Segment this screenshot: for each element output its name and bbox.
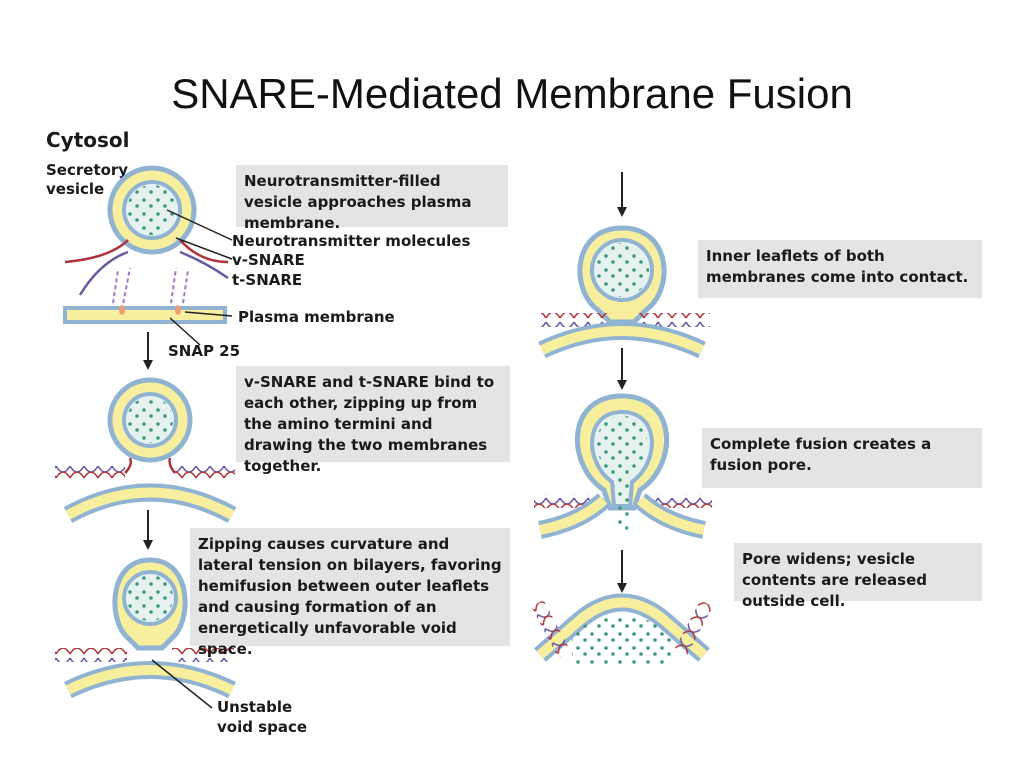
secretory-vesicle-label-2: vesicle bbox=[46, 180, 104, 198]
arrow-down-icon bbox=[617, 348, 627, 390]
snap25-label: SNAP 25 bbox=[168, 342, 240, 360]
step5-description: Complete fusion creates a fusion pore. bbox=[702, 428, 982, 488]
step3-description: Zipping causes curvature and lateral ten… bbox=[190, 528, 510, 658]
step1-figure bbox=[63, 165, 233, 346]
slide-title: SNARE-Mediated Membrane Fusion bbox=[171, 70, 853, 117]
plasma-membrane-label: Plasma membrane bbox=[238, 308, 395, 326]
step5-figure bbox=[534, 393, 712, 539]
t-snare-label: t-SNARE bbox=[232, 271, 302, 289]
arrow-down-icon bbox=[143, 510, 153, 550]
step3-figure bbox=[55, 557, 236, 709]
step2-figure bbox=[55, 377, 237, 523]
step4-description: Inner leaflets of both membranes come in… bbox=[698, 240, 982, 298]
v-snare-label: v-SNARE bbox=[232, 251, 305, 269]
plasma-membrane bbox=[63, 306, 227, 324]
step2-description: v-SNARE and t-SNARE bind to each other, … bbox=[236, 366, 510, 475]
t-snare bbox=[78, 250, 229, 296]
arrow-down-icon bbox=[617, 172, 627, 217]
unstable-void-label-1: Unstable bbox=[217, 698, 292, 716]
arrow-down-icon bbox=[143, 332, 153, 370]
step6-description: Pore widens; vesicle contents are releas… bbox=[734, 543, 982, 610]
step4-figure bbox=[538, 225, 710, 359]
snare-complex-helix bbox=[55, 466, 125, 480]
cytosol-label: Cytosol bbox=[46, 128, 130, 152]
v-snare bbox=[64, 239, 229, 264]
neurotransmitter-label: Neurotransmitter molecules bbox=[232, 232, 470, 250]
unstable-void-label-2: void space bbox=[217, 718, 307, 736]
step1-description: Neurotransmitter-filled vesicle approach… bbox=[236, 165, 508, 232]
secretory-vesicle-label-1: Secretory bbox=[46, 161, 128, 179]
step6-figure bbox=[531, 593, 713, 665]
arrow-down-icon bbox=[617, 550, 627, 593]
